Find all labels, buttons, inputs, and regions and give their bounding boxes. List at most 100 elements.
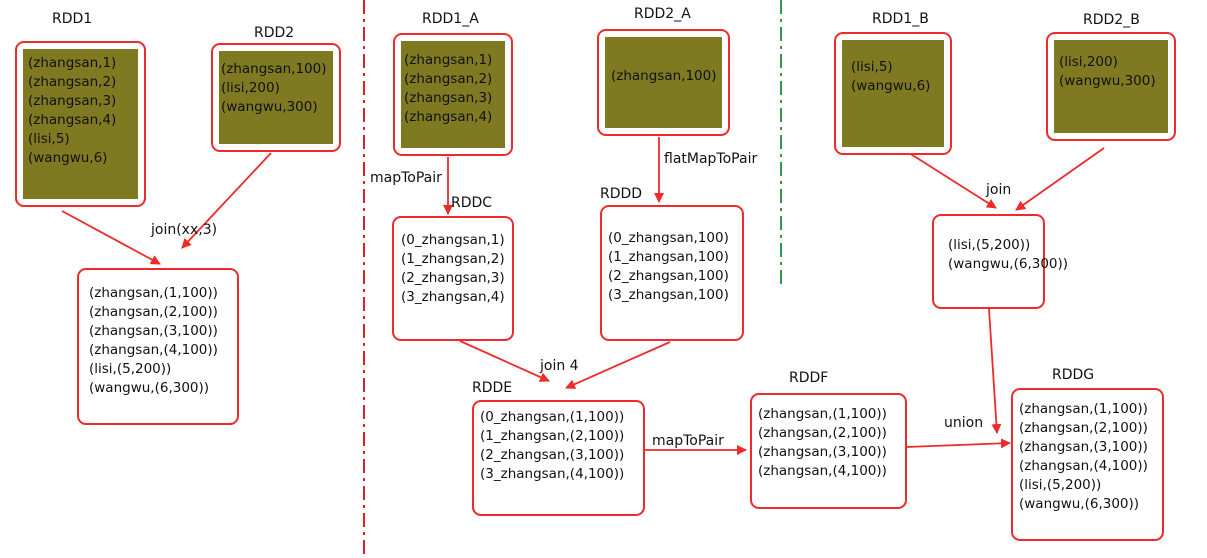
row: (1_zhangsan,(2,100)) — [480, 428, 625, 444]
row: (lisi,5) — [28, 131, 70, 147]
node-rdd1-b-rows: (lisi,5) (wangwu,6) — [851, 58, 930, 96]
row: (zhangsan,(1,100)) — [758, 406, 887, 422]
row: (lisi,200) — [221, 80, 280, 96]
node-rdd2-b-fill — [1054, 40, 1168, 133]
node-rdd1: (zhangsan,1) (zhangsan,2) (zhangsan,3) (… — [15, 41, 146, 207]
row: (zhangsan,4) — [28, 112, 117, 128]
title-rdd1-b: RDD1_B — [872, 11, 929, 27]
op-flat-map-to-pair: flatMapToPair — [664, 151, 758, 167]
row: (zhangsan,1) — [404, 52, 493, 68]
node-rdd1-a-rows: (zhangsan,1) (zhangsan,2) (zhangsan,3) (… — [404, 51, 492, 127]
title-rdd2: RDD2 — [254, 25, 295, 41]
row: (wangwu,300) — [1059, 73, 1156, 89]
row: (zhangsan,1) — [28, 55, 117, 71]
node-left-result: (zhangsan,(1,100)) (zhangsan,(2,100)) (z… — [77, 268, 239, 425]
row: (lisi,(5,200)) — [1019, 477, 1102, 493]
op-join-4: join 4 — [540, 358, 579, 374]
row: (lisi,200) — [1059, 54, 1118, 70]
node-rdd2-b: (lisi,200) (wangwu,300) — [1046, 32, 1176, 141]
title-rdd2-a: RDD2_A — [634, 6, 691, 22]
row: (zhangsan,(1,100)) — [1019, 401, 1148, 417]
node-rdd2-a: (zhangsan,100) — [597, 29, 730, 136]
node-rddd: (0_zhangsan,100) (1_zhangsan,100) (2_zha… — [600, 205, 744, 341]
row: (2_zhangsan,3) — [401, 270, 505, 286]
node-right-result: (lisi,(5,200)) (wangwu,(6,300)) — [932, 214, 1068, 309]
arrow-join-to-rddg — [988, 308, 1002, 434]
node-rdd2: (zhangsan,100) (lisi,200) (wangwu,300) — [211, 43, 341, 152]
node-rdde-rows: (0_zhangsan,(1,100)) (1_zhangsan,(2,100)… — [480, 408, 624, 484]
row: (3_zhangsan,100) — [608, 287, 729, 303]
row: (wangwu,(6,300)) — [89, 380, 210, 396]
title-rddc: RDDC — [451, 195, 493, 211]
row: (zhangsan,2) — [404, 71, 493, 87]
row: (zhangsan,3) — [28, 93, 117, 109]
arrow-rddc-to-rdde — [459, 340, 550, 382]
node-rddg: (zhangsan,(1,100)) (zhangsan,(2,100)) (z… — [1011, 388, 1164, 541]
row: (zhangsan,(3,100)) — [758, 444, 887, 460]
row: (2_zhangsan,(3,100)) — [480, 447, 625, 463]
node-rddf: (zhangsan,(1,100)) (zhangsan,(2,100)) (z… — [750, 393, 907, 509]
op-map-to-pair-2: mapToPair — [652, 433, 724, 449]
node-rddc-rows: (0_zhangsan,1) (1_zhangsan,2) (2_zhangsa… — [401, 231, 505, 307]
op-join-right: join — [986, 182, 1012, 198]
row: (0_zhangsan,(1,100)) — [480, 409, 625, 425]
row: (lisi,(5,200)) — [89, 361, 172, 377]
node-left-result-rows: (zhangsan,(1,100)) (zhangsan,(2,100)) (z… — [89, 284, 218, 398]
row: (zhangsan,4) — [404, 109, 493, 125]
row: (lisi,(5,200)) — [948, 237, 1031, 253]
row: (0_zhangsan,100) — [608, 230, 729, 246]
node-rddg-rows: (zhangsan,(1,100)) (zhangsan,(2,100)) (z… — [1019, 400, 1148, 514]
row: (0_zhangsan,1) — [401, 232, 505, 248]
row: (2_zhangsan,100) — [608, 268, 729, 284]
arrow-rdd1b-to-join — [905, 150, 997, 209]
row: (zhangsan,3) — [404, 90, 493, 106]
node-rddc: (0_zhangsan,1) (1_zhangsan,2) (2_zhangsa… — [392, 216, 514, 341]
row: (3_zhangsan,(4,100)) — [480, 466, 625, 482]
title-rdd1: RDD1 — [52, 11, 93, 27]
arrow-rdd2-to-join — [181, 152, 272, 249]
op-union: union — [944, 415, 984, 431]
node-rddf-rows: (zhangsan,(1,100)) (zhangsan,(2,100)) (z… — [758, 405, 887, 481]
row: (zhangsan,100) — [611, 68, 717, 84]
arrow-rdd2b-to-join — [1015, 147, 1105, 211]
title-rddd: RDDD — [600, 186, 643, 202]
row: (wangwu,300) — [221, 99, 318, 115]
row: (zhangsan,2) — [28, 74, 117, 90]
row: (zhangsan,(2,100)) — [758, 425, 887, 441]
node-rdd1-fill — [23, 49, 138, 199]
title-rddf: RDDF — [789, 370, 829, 386]
row: (zhangsan,(1,100)) — [89, 285, 218, 301]
row: (wangwu,6) — [851, 78, 931, 94]
row: (zhangsan,100) — [221, 61, 327, 77]
node-rdd1-b: (lisi,5) (wangwu,6) — [834, 32, 952, 155]
title-rdd1-a: RDD1_A — [422, 11, 479, 27]
node-rdd1-a-fill — [401, 41, 505, 148]
node-rdd2-b-rows: (lisi,200) (wangwu,300) — [1059, 53, 1156, 91]
node-rddd-rows: (0_zhangsan,100) (1_zhangsan,100) (2_zha… — [608, 229, 729, 305]
title-rddg: RDDG — [1052, 367, 1095, 383]
node-rdd2-a-fill — [605, 37, 722, 128]
node-rdd2-fill — [219, 51, 333, 144]
row: (zhangsan,(4,100)) — [89, 342, 218, 358]
row: (wangwu,(6,300)) — [1019, 496, 1140, 512]
node-rdde: (0_zhangsan,(1,100)) (1_zhangsan,(2,100)… — [472, 400, 645, 516]
title-rdd2-b: RDD2_B — [1083, 12, 1140, 28]
node-rdd1-rows: (zhangsan,1) (zhangsan,2) (zhangsan,3) (… — [28, 54, 116, 168]
row: (wangwu,(6,300)) — [948, 256, 1069, 272]
row: (1_zhangsan,100) — [608, 249, 729, 265]
op-join-left: join(xx,3) — [151, 222, 218, 238]
row: (zhangsan,(4,100)) — [1019, 458, 1148, 474]
title-rdde: RDDE — [472, 380, 513, 396]
row: (1_zhangsan,2) — [401, 251, 505, 267]
row: (zhangsan,(4,100)) — [758, 463, 887, 479]
row: (zhangsan,(3,100)) — [89, 323, 218, 339]
row: (3_zhangsan,4) — [401, 289, 505, 305]
arrow-rddd-to-rdde — [565, 341, 671, 389]
row: (lisi,5) — [851, 59, 893, 75]
node-right-result-rows: (lisi,(5,200)) (wangwu,(6,300)) — [948, 236, 1068, 274]
node-rdd2-a-rows: (zhangsan,100) — [611, 67, 717, 86]
node-rdd2-rows: (zhangsan,100) (lisi,200) (wangwu,300) — [221, 60, 327, 117]
arrow-rddf-to-rddg — [906, 438, 1011, 449]
